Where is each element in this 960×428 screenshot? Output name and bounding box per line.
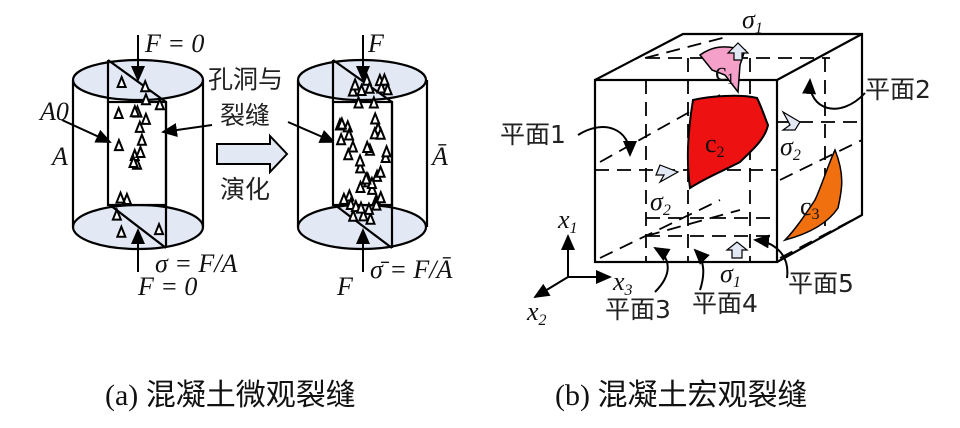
pore-triangle <box>381 143 393 158</box>
pore-triangle <box>115 189 127 204</box>
label-area: A <box>50 142 68 171</box>
pore-triangle <box>154 96 166 111</box>
pore-triangle <box>375 79 387 94</box>
pores-before <box>111 74 166 238</box>
pore-triangle <box>343 126 355 141</box>
pore-triangle <box>140 91 152 106</box>
pore-triangle <box>113 137 125 152</box>
pore-triangle <box>368 94 380 109</box>
label-bottom-force-after: F <box>336 272 354 301</box>
pore-triangle <box>338 191 350 205</box>
label-axis-x2: x2 <box>526 297 547 329</box>
pore-triangle <box>349 76 361 91</box>
label-plane-2: 平面2 <box>865 75 931 104</box>
sigma1-bottom-arrow-icon <box>725 241 749 259</box>
label-top-force: F = 0 <box>144 29 204 58</box>
crack-c2-shape <box>686 94 770 190</box>
pore-triangle <box>336 115 348 130</box>
label-area-initial: A0 <box>38 97 69 126</box>
label-sigma2-right: σ2 <box>780 132 801 164</box>
pore-triangle <box>355 199 367 214</box>
plane5-pointer-arrow <box>753 234 789 279</box>
pore-triangle <box>361 139 373 154</box>
pore-triangle <box>375 189 387 204</box>
pore-triangle <box>129 103 141 118</box>
pore-triangle <box>347 208 359 222</box>
cube <box>593 32 864 264</box>
label-area-after: Ā <box>430 142 448 171</box>
pore-triangle <box>136 132 148 146</box>
label-plane-1: 平面1 <box>500 120 566 149</box>
crack-pointer-arrow <box>287 121 336 143</box>
label-stress: σ = F/A <box>155 249 237 278</box>
cylinder-after <box>296 58 429 251</box>
area-arrow-left <box>61 119 112 143</box>
pore-triangle <box>382 81 394 96</box>
label-stress-after: σ̄ = F/Ā <box>370 255 452 284</box>
pore-triangle <box>375 126 387 140</box>
label-evolution-2: 裂缝 <box>220 101 270 130</box>
crack-c3-shape <box>782 148 843 242</box>
pore-triangle <box>128 154 140 169</box>
label-top-force-after: F <box>367 29 385 58</box>
pore-triangle <box>115 224 127 238</box>
label-sigma2-left: σ2 <box>650 187 671 219</box>
sigma1-top-arrow-icon <box>726 42 750 61</box>
evolution-arrow-icon <box>216 133 289 175</box>
pore-triangle <box>134 144 146 158</box>
pore-triangle <box>360 170 372 185</box>
pore-triangle <box>134 119 146 133</box>
pore-triangle <box>363 201 375 215</box>
pores-after <box>334 71 394 225</box>
plane4-pointer-arrow <box>693 248 710 291</box>
pore-triangle <box>378 71 390 86</box>
pore-triangle <box>354 152 366 167</box>
label-bottom-force: F = 0 <box>137 272 197 301</box>
pore-triangle <box>356 82 368 97</box>
label-axis-x1: x1 <box>557 205 578 237</box>
label-sigma1-top: σ1 <box>742 5 763 37</box>
label-evolution-1: 孔洞与 <box>208 65 283 94</box>
plane1-pointer-arrow <box>577 126 637 157</box>
axes-icon <box>533 234 612 299</box>
caption-b: (b) 混凝土宏观裂缝 <box>555 379 807 412</box>
pore-triangle <box>357 207 369 222</box>
label-evolution-3: 演化 <box>220 175 270 204</box>
pore-triangle <box>375 164 387 178</box>
plane3-pointer-arrow <box>653 246 671 293</box>
pore-triangle <box>153 221 165 236</box>
label-plane-3: 平面3 <box>605 295 671 324</box>
pore-triangle <box>335 131 347 146</box>
pore-triangle <box>354 159 366 174</box>
pore-triangle <box>116 74 128 89</box>
pore-triangle <box>139 78 151 93</box>
plane2-pointer-arrow <box>802 78 866 110</box>
pore-triangle <box>140 111 152 125</box>
pore-triangle <box>347 82 359 97</box>
pore-triangle <box>353 94 364 109</box>
label-plane-4: 平面4 <box>692 289 758 318</box>
pore-triangle <box>113 105 125 120</box>
label-sigma1-bottom: σ1 <box>720 259 741 291</box>
area-arrow-right <box>161 123 213 137</box>
pore-triangle <box>111 206 123 221</box>
sigma2-right-arrow-icon <box>781 110 801 131</box>
pore-triangle <box>369 125 381 140</box>
pore-triangle <box>354 179 366 194</box>
label-plane-5: 平面5 <box>788 269 854 298</box>
pore-triangle <box>347 138 359 153</box>
sigma2-left-arrow-icon <box>655 164 680 184</box>
caption-a: (a) 混凝土微观裂缝 <box>105 379 356 412</box>
pore-triangle <box>364 80 376 94</box>
pore-triangle <box>342 146 354 161</box>
pore-triangle <box>370 196 382 211</box>
pore-triangle <box>369 110 381 125</box>
